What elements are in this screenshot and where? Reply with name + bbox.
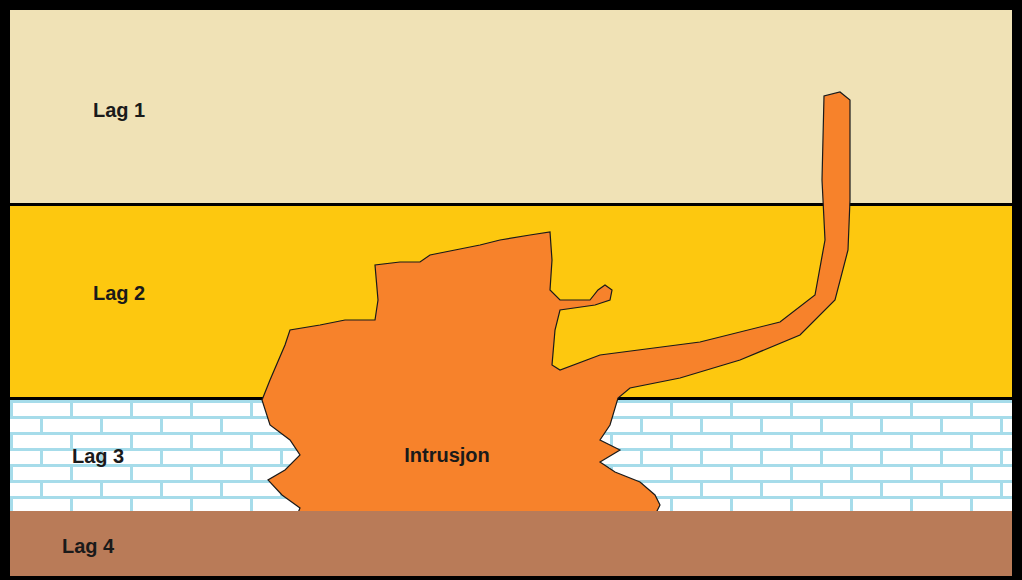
rock-layer: Lag 4 [10, 511, 1012, 580]
frame-top [0, 0, 1022, 10]
layer-label: Lag 4 [62, 534, 114, 558]
layer-label: Intrusjon [404, 443, 490, 467]
layer-label: Lag 3 [72, 444, 124, 468]
intrusion-outline [255, 85, 860, 580]
intrusion-body: Intrusjon [255, 85, 860, 580]
frame-bottom [0, 576, 1022, 580]
rock-layer: Lag 1 [10, 10, 1012, 206]
intrusion-shape [262, 92, 850, 580]
frame-right [1012, 0, 1022, 580]
frame-left [0, 0, 10, 580]
layer-label: Lag 1 [93, 98, 145, 122]
layer-label: Lag 2 [93, 281, 145, 305]
